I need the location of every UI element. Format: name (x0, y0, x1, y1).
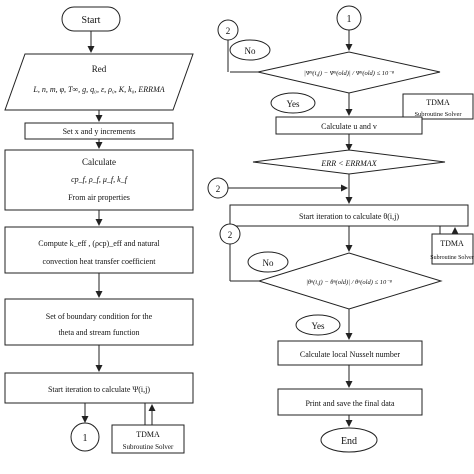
calc-title: Calculate (82, 157, 116, 167)
print-label: Print and save the final data (305, 399, 395, 408)
connector-2c-label: 2 (228, 230, 233, 240)
connector-2b-label: 2 (216, 184, 221, 194)
tdma-a: TDMA Subroutine Solver (402, 93, 474, 120)
start-label: Start (82, 15, 101, 26)
no-a-label: No (245, 46, 256, 56)
yes-b-label: Yes (311, 321, 325, 331)
yes-a-label: Yes (286, 99, 300, 109)
no-b-oval: No (247, 251, 289, 273)
yes-b-oval: Yes (295, 314, 341, 336)
boundary-process: Set of boundary condition for the theta … (4, 298, 194, 346)
end-label: End (341, 436, 357, 447)
left-column: Start Red L, n, m, φ, T∞, g, q₀, ε, ρ₀, … (4, 6, 194, 454)
calc-source: From air properties (68, 193, 130, 202)
tdma-a-title: TDMA (426, 98, 450, 107)
iter-psi-process: Start iteration to calculate Ψ(i,j) (4, 372, 194, 404)
compute-process: Compute k_eff , (ρcp)_eff and natural co… (4, 226, 194, 274)
tdma-left-sub: Subroutine Solver (123, 443, 174, 451)
input-parallelogram: Red L, n, m, φ, T∞, g, q₀, ε, ρ₀, K, k₀,… (4, 53, 194, 111)
right-column: 1 2 No |Ψⁿ(i,j) − Ψⁿ(old)| / Ψⁿ(old) ≤ 1… (207, 5, 474, 453)
connector-2b: 2 (207, 177, 229, 199)
iter-theta-label: Start iteration to calculate θ(i,j) (299, 212, 399, 221)
compute-line2: convection heat transfer coefficient (43, 257, 157, 266)
err-check-label: ERR < ERRMAX (320, 159, 377, 168)
tdma-b-title: TDMA (440, 239, 464, 248)
connector-1-right: 1 (336, 5, 362, 31)
nusselt-process: Calculate local Nusselt number (277, 340, 423, 366)
yes-a-oval: Yes (270, 92, 316, 114)
connector-1-left-label: 1 (83, 433, 88, 444)
calc-uv-process: Calculate u and v (275, 116, 423, 135)
no-b-label: No (263, 258, 274, 268)
iter-psi-label: Start iteration to calculate Ψ(i,j) (48, 385, 150, 394)
tdma-left: TDMA Subroutine Solver (111, 424, 185, 454)
psi-check-label: |Ψⁿ(i,j) − Ψⁿ(old)| / Ψⁿ(old) ≤ 10⁻⁸ (304, 70, 395, 77)
connector-1-right-label: 1 (347, 14, 352, 25)
boundary-line1: Set of boundary condition for the (46, 312, 153, 321)
boundary-line2: theta and stream function (58, 328, 139, 337)
calc-properties-process: Calculate cp_f, ρ_f, μ_f, k_f From air p… (4, 149, 194, 211)
theta-check-label: |θⁿ(i,j) − θⁿ(old)| / θⁿ(old) ≤ 10⁻⁸ (306, 279, 393, 286)
increments-label: Set x and y increments (63, 127, 136, 136)
start-terminal: Start (61, 6, 121, 32)
nusselt-label: Calculate local Nusselt number (300, 350, 401, 359)
input-title: Red (92, 64, 107, 74)
tdma-b-sub: Subroutine Solver (430, 255, 474, 261)
connector-2a: 2 (217, 19, 239, 41)
iter-theta-process: Start iteration to calculate θ(i,j) (229, 204, 469, 227)
psi-check-decision: |Ψⁿ(i,j) − Ψⁿ(old)| / Ψⁿ(old) ≤ 10⁻⁸ (257, 51, 441, 94)
connector-1-left: 1 (70, 422, 100, 452)
end-terminal: End (320, 427, 378, 453)
tdma-a-sub: Subroutine Solver (414, 111, 462, 118)
no-a-oval: No (229, 39, 271, 61)
increments-process: Set x and y increments (24, 122, 174, 140)
print-process: Print and save the final data (277, 388, 423, 416)
connector-2c: 2 (219, 223, 241, 245)
connector-2a-label: 2 (226, 26, 231, 36)
err-check-decision: ERR < ERRMAX (252, 149, 446, 175)
tdma-left-title: TDMA (136, 430, 160, 439)
calc-uv-label: Calculate u and v (321, 122, 377, 131)
calc-vars: cp_f, ρ_f, μ_f, k_f (71, 175, 129, 184)
compute-line1: Compute k_eff , (ρcp)_eff and natural (38, 239, 160, 248)
tdma-b: TDMA Subroutine Solver (430, 233, 474, 265)
input-vars: L, n, m, φ, T∞, g, q₀, ε, ρ₀, K, k₀, ERR… (32, 85, 164, 94)
